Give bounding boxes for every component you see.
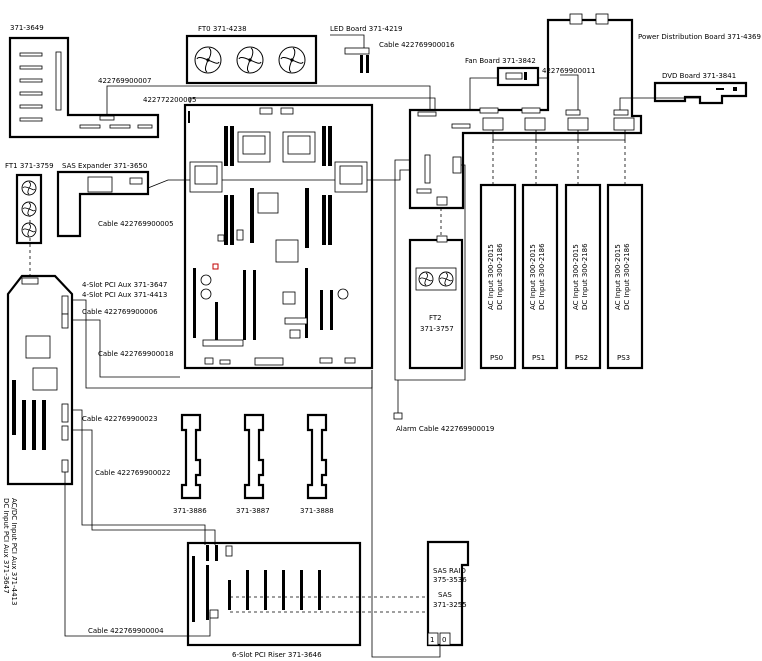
- label-fan-board: Fan Board 371-3842: [465, 57, 536, 65]
- psu-ps3-ac: AC Input 300-2015: [614, 244, 622, 310]
- psu-ps2: [564, 183, 602, 370]
- label-cable-005: Cable 422769900005: [98, 220, 174, 228]
- psu-ps0-dc: DC Input 300-2186: [496, 243, 504, 310]
- label-pci-aux-3647: 4-Slot PCI Aux 371-3647: [82, 281, 167, 289]
- label-cable-018: Cable 422769900018: [98, 350, 174, 358]
- dvd-board: [653, 81, 748, 105]
- label-acdc-input-aux: AC/DC Input PCI Aux 371-4413: [10, 498, 18, 605]
- pci-aux-board: [6, 274, 74, 486]
- pci-risers: [180, 413, 328, 500]
- label-cable-422772200005: 422772200005: [143, 96, 196, 104]
- psu-ps0: [479, 183, 517, 370]
- label-sas-part: 371-3255: [433, 601, 467, 609]
- label-cable-007: 422769900007: [98, 77, 151, 85]
- label-ft2-part: 371-3757: [420, 325, 454, 333]
- label-power-distribution-board: Power Distribution Board 371-4369: [638, 33, 761, 41]
- psu-ps1-dc: DC Input 300-2186: [538, 243, 546, 310]
- label-sas-raid: SAS RAID: [433, 567, 466, 575]
- system-board: [183, 103, 374, 370]
- psu-ps2-ac: AC Input 300-2015: [572, 244, 580, 310]
- power-supplies: [479, 183, 644, 370]
- label-riser-3888: 371-3888: [300, 507, 334, 515]
- fan-board: [496, 66, 540, 87]
- label-sas: SAS: [438, 591, 452, 599]
- led-board: [344, 47, 370, 73]
- cable-lines: [29, 34, 700, 658]
- label-ft0: FT0 371-4238: [198, 25, 247, 33]
- label-cable-022: Cable 422769900022: [95, 469, 171, 477]
- label-sas-raid-part: 375-3536: [433, 576, 467, 584]
- psu-ps1: [521, 183, 559, 370]
- label-cable-006: Cable 422769900006: [82, 308, 158, 316]
- diagram-labels: 371-3649 FT0 371-4238 LED Board 371-4219…: [2, 24, 761, 659]
- psu-ps2-dc: DC Input 300-2186: [581, 243, 589, 310]
- psu-ps0-ac: AC Input 300-2015: [487, 244, 495, 310]
- label-riser-3887: 371-3887: [236, 507, 270, 515]
- fan-tray-ft2: [408, 235, 464, 370]
- label-riser-3886: 371-3886: [173, 507, 207, 515]
- label-pci-aux-4413: 4-Slot PCI Aux 371-4413: [82, 291, 167, 299]
- fan-tray-ft0: [185, 34, 318, 85]
- label-alarm-cable: Alarm Cable 422769900019: [396, 425, 494, 433]
- power-distribution-board: [408, 13, 643, 210]
- psu-ps0-name: PS0: [490, 354, 503, 362]
- fan-tray-ft1: [15, 173, 43, 245]
- label-six-slot-riser: 6-Slot PCI Riser 371-3646: [232, 651, 322, 659]
- sas-raid-card: [426, 540, 470, 647]
- psu-ps3-name: PS3: [617, 354, 630, 362]
- psu-ps1-ac: AC Input 300-2015: [529, 244, 537, 310]
- label-cable-023: Cable 422769900023: [82, 415, 158, 423]
- psu-ps3: [606, 183, 644, 370]
- label-dc-input-aux: DC Input PCI Aux 371-3647: [2, 498, 10, 594]
- label-port-1: 1: [430, 636, 434, 644]
- label-cable-011: 422769900011: [542, 67, 595, 75]
- label-cable-016: Cable 422769900016: [379, 41, 455, 49]
- part-371-3649: [8, 36, 160, 139]
- psu-ps1-name: PS1: [532, 354, 545, 362]
- psu-ps3-dc: DC Input 300-2186: [623, 243, 631, 310]
- label-ft2: FT2: [429, 314, 442, 322]
- label-371-3649: 371-3649: [10, 24, 44, 32]
- psu-ps2-name: PS2: [575, 354, 588, 362]
- label-ft1: FT1 371-3759: [5, 162, 54, 170]
- label-cable-004: Cable 422769900004: [88, 627, 164, 635]
- label-dvd-board: DVD Board 371-3841: [662, 72, 736, 80]
- label-led-board: LED Board 371-4219: [330, 25, 402, 33]
- sas-expander: [56, 170, 150, 238]
- label-sas-expander: SAS Expander 371-3650: [62, 162, 147, 170]
- label-port-0: 0: [442, 636, 446, 644]
- alarm-connector: [393, 412, 403, 420]
- six-slot-pci-riser: [186, 541, 362, 647]
